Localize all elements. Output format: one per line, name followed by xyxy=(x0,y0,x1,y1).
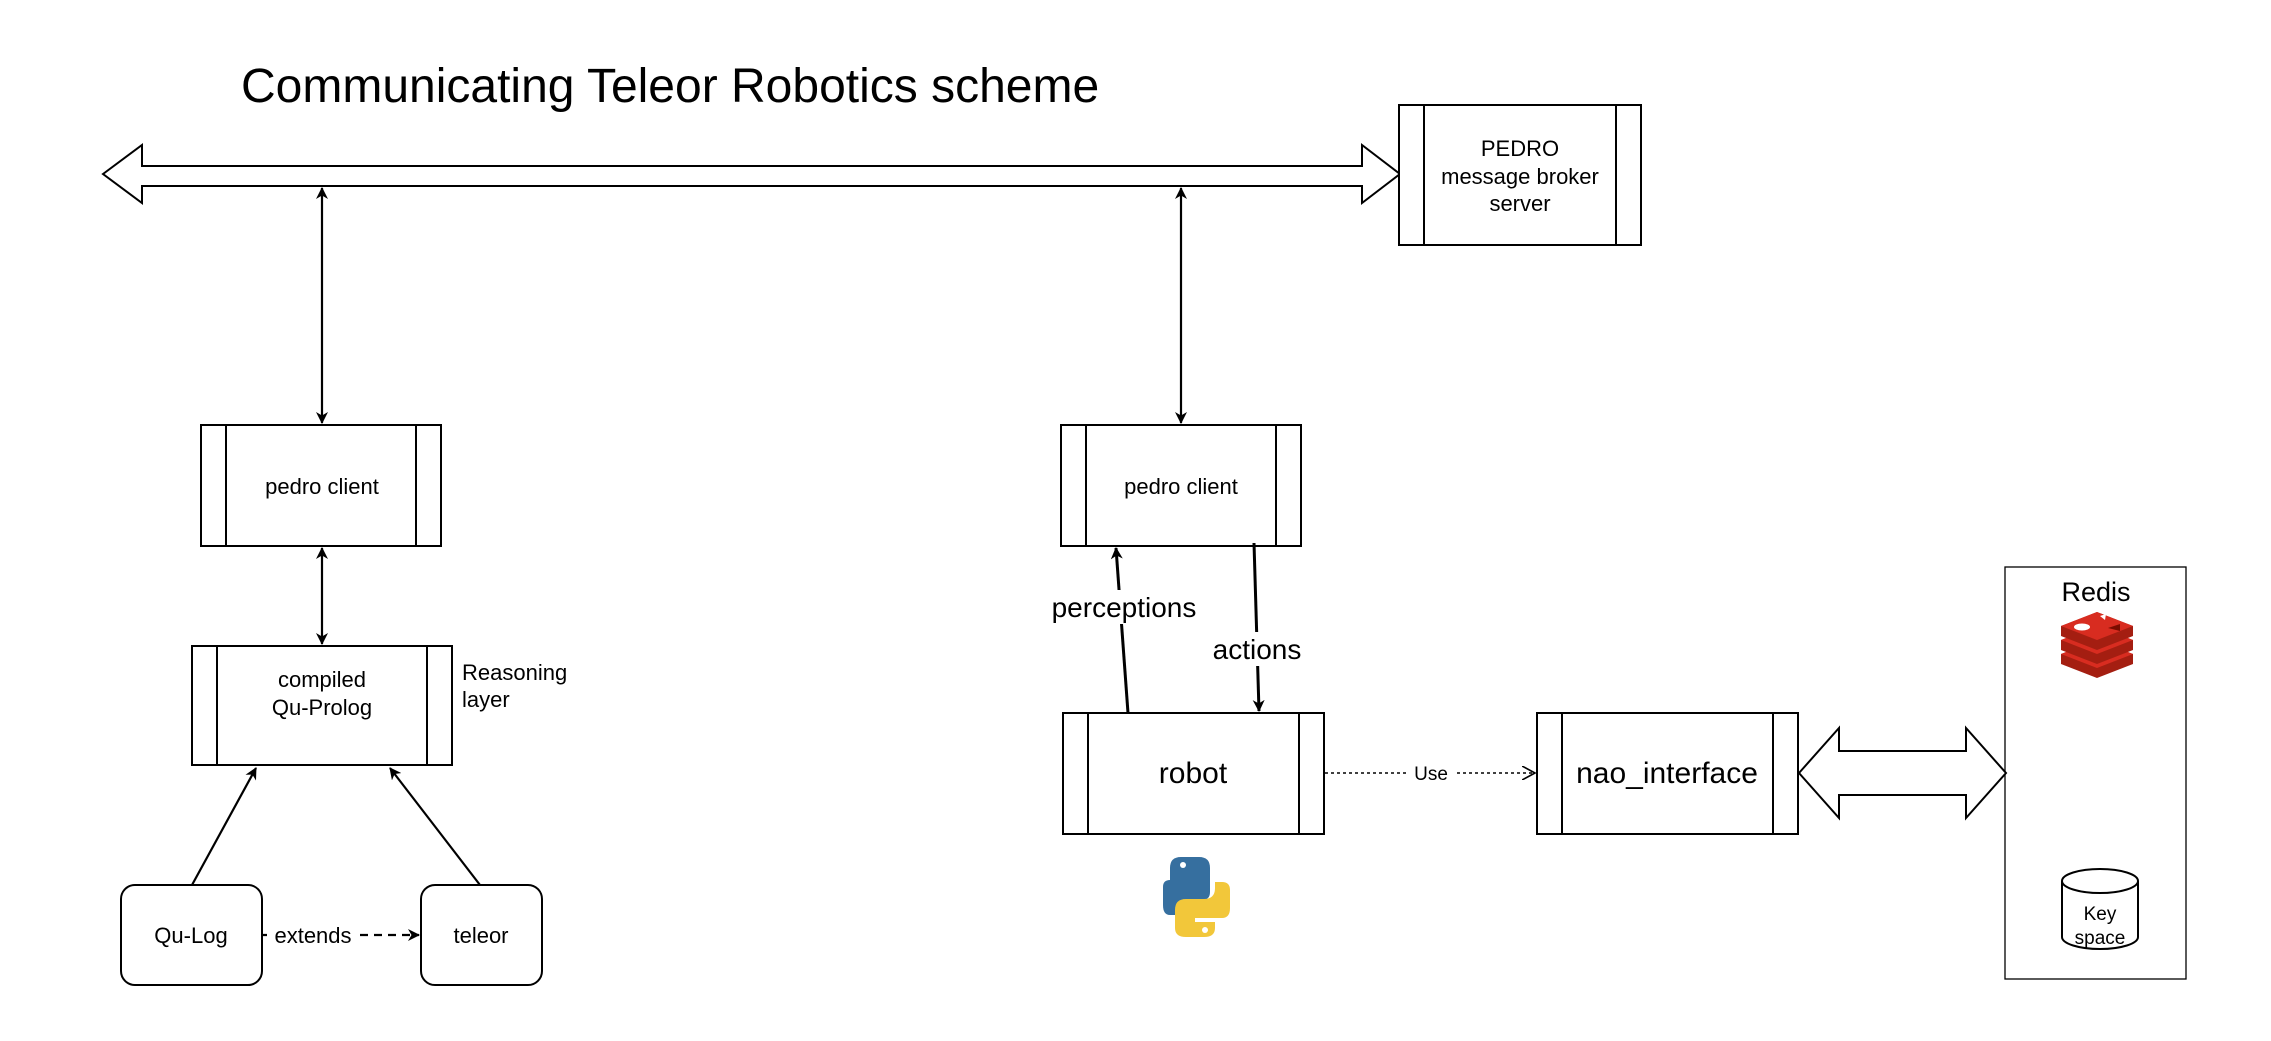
pedro-client-right-label: pedro client xyxy=(1124,474,1238,499)
teleor-to-compiled-arrow xyxy=(389,767,481,886)
nao-interface-label: nao_interface xyxy=(1576,757,1758,790)
robot-node[interactable]: robot xyxy=(1062,712,1325,835)
keyspace-label-line2: space xyxy=(2075,928,2126,949)
compiled-quprolog-node[interactable]: compiled Qu-Prolog xyxy=(191,645,453,766)
broker-label-line2: message broker xyxy=(1441,164,1599,189)
perceptions-arrow xyxy=(1110,547,1130,714)
pedro-client-left-node[interactable]: pedro client xyxy=(200,424,442,547)
compiled-label-line1: compiled xyxy=(278,667,366,692)
qulog-label: Qu-Log xyxy=(154,923,227,948)
redis-title: Redis xyxy=(2061,577,2130,607)
nao-redis-block-arrow xyxy=(1797,725,2008,821)
reasoning-layer-label-line2: layer xyxy=(462,687,510,712)
teleor-node[interactable]: teleor xyxy=(420,884,543,986)
teleor-label: teleor xyxy=(453,923,508,948)
python-logo-icon xyxy=(1163,857,1230,937)
actions-arrow xyxy=(1252,542,1265,712)
use-label: Use xyxy=(1414,764,1448,785)
keyspace-database-icon[interactable]: Key space xyxy=(2061,868,2139,950)
redis-logo-icon xyxy=(2061,612,2133,678)
broker-label-line3: server xyxy=(1489,191,1550,216)
nao-interface-node[interactable]: nao_interface xyxy=(1536,712,1799,835)
message-bus-arrow xyxy=(101,142,1402,206)
robot-label: robot xyxy=(1159,757,1228,790)
pedro-broker-node[interactable]: PEDRO message broker server xyxy=(1398,104,1642,246)
qulog-node[interactable]: Qu-Log xyxy=(120,884,263,986)
keyspace-label-line1: Key xyxy=(2084,904,2117,925)
pedro-client-left-label: pedro client xyxy=(265,474,379,499)
extends-label: extends xyxy=(274,923,351,948)
pedro-client-right-node[interactable]: pedro client xyxy=(1060,424,1302,547)
compiled-label-line2: Qu-Prolog xyxy=(272,695,372,720)
diagram-title: Communicating Teleor Robotics scheme xyxy=(241,60,1099,113)
qulog-to-compiled-arrow xyxy=(191,767,257,886)
reasoning-layer-label-line1: Reasoning xyxy=(462,660,567,685)
broker-label-line1: PEDRO xyxy=(1481,136,1559,161)
perceptions-label: perceptions xyxy=(1052,592,1197,623)
actions-label: actions xyxy=(1213,634,1302,665)
